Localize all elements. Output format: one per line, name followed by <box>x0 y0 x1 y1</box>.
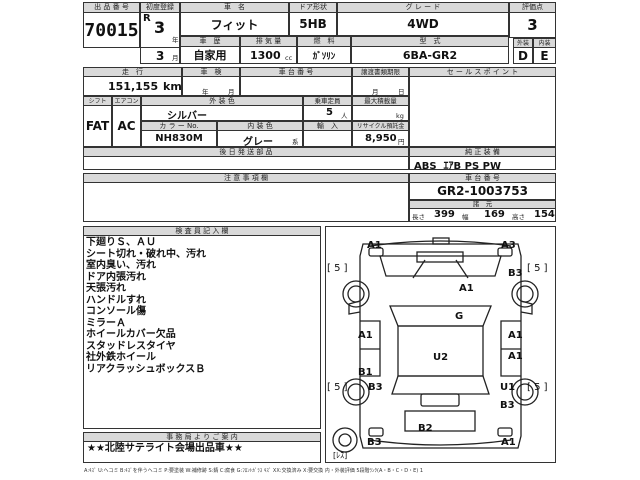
recycle-unit: 円 <box>398 138 405 146</box>
capacity: 5 <box>326 107 333 118</box>
inspection-month-unit: 月 <box>228 88 235 96</box>
mark-r-door-front: A1 <box>508 330 523 341</box>
first-reg-box <box>140 12 180 48</box>
interior-color: グレー <box>243 137 273 148</box>
mark-rl-corner: B3 <box>367 437 382 448</box>
mark-hood: A1 <box>459 283 474 294</box>
inspector-note-3: 室内臭い、汚れ <box>86 260 156 271</box>
inspector-note-10: スタッドレスタイヤ <box>86 340 176 352</box>
mark-rr-corner: A1 <box>501 437 516 448</box>
inspection-box <box>182 76 240 96</box>
capacity-box <box>303 105 352 121</box>
mark-fr-corner: A3 <box>501 240 516 251</box>
color-box <box>141 105 303 121</box>
color: シルバー <box>167 111 207 122</box>
transfer-month-unit: 月 <box>372 88 379 96</box>
dims-box <box>409 208 556 222</box>
reg-year-unit: 年 <box>172 36 179 44</box>
displacement: 1300 <box>250 49 281 62</box>
height: 154 <box>534 209 555 220</box>
inspection-year-unit: 年 <box>202 88 209 96</box>
length-label: 長さ <box>412 213 425 221</box>
mileage: 151,155 <box>108 80 159 93</box>
mark-l-rear-wheel: B1 <box>358 367 373 378</box>
inspector-box <box>83 235 321 429</box>
score: 3 <box>509 12 556 38</box>
inspector-note-12: リアクラッシュボックスＢ <box>86 363 206 375</box>
inspector-note-8: ミラーＡ <box>86 317 126 329</box>
exterior-score: D <box>513 47 533 64</box>
interior-color-suffix: 系 <box>292 138 299 146</box>
model: 6BA-GR2 <box>351 46 509 64</box>
interior-score: E <box>533 47 556 64</box>
car-outline-drawing <box>332 237 539 453</box>
inspector-note-6: ハンドルすれ <box>86 294 146 306</box>
fuel: ｶﾞｿﾘﾝ <box>297 46 351 64</box>
mark-left-brace: [ 5 ] <box>327 263 348 274</box>
office-note: ★★北陸サテライト会場出品車★★ <box>87 443 243 454</box>
load-box <box>352 105 409 121</box>
mark-r-rear-wheel: U1 <box>500 382 516 393</box>
width-label: 幅 <box>462 213 469 221</box>
usage: 自家用 <box>180 46 240 64</box>
length: 399 <box>434 209 455 220</box>
displacement-unit: cc <box>285 54 293 62</box>
mark-r-quarter: B3 <box>500 400 515 411</box>
door-shape: 5HB <box>289 12 337 36</box>
reg-year: 3 <box>154 18 166 37</box>
color-no: NH830M <box>141 130 217 147</box>
lot-number: 70015 <box>83 12 140 48</box>
interior-color-box <box>217 130 303 147</box>
load-unit: kg <box>396 112 404 120</box>
mark-spare: [ﾚｽ] <box>333 451 348 460</box>
reg-month-unit: 月 <box>172 54 179 62</box>
transfer-box <box>352 76 409 96</box>
mark-l-brace-rear: [ 5 ] <box>327 382 348 393</box>
inspector-note-1: 下廻りＳ、ＡＵ <box>86 237 156 248</box>
mark-rear-panel: B2 <box>418 423 433 434</box>
mark-right-brace: [ 5 ] <box>527 263 548 274</box>
mark-l-quarter: B3 <box>368 382 383 393</box>
mileage-box <box>83 76 182 96</box>
mark-fl-corner: A1 <box>367 240 382 251</box>
mark-fr-fender: B3 <box>508 268 523 279</box>
legend: A:ｷｽﾞ U:ヘコミ B:ｷｽﾞを伴うヘコミ P:要塗装 W:補修跡 S:錆 … <box>84 468 424 474</box>
transfer-day-unit: 日 <box>398 88 405 96</box>
equipment: ABS ｴｱB PS PW <box>414 161 502 172</box>
inspector-note-2: シート切れ・破れ中、汚れ <box>86 248 206 260</box>
displacement-box <box>240 46 297 64</box>
car-diagram <box>325 226 556 463</box>
car-name: フィット <box>180 12 289 36</box>
mark-l-door-front: A1 <box>358 330 373 341</box>
inspector-note-4: ドア内張汚れ <box>86 271 146 283</box>
aircon: AC <box>112 105 141 147</box>
width: 169 <box>484 209 505 220</box>
accessories-box <box>83 156 409 170</box>
mark-cabin: U2 <box>433 352 449 363</box>
chassis-no-box <box>240 76 352 96</box>
mark-r-door-rear: A1 <box>508 351 523 362</box>
office-box <box>83 441 321 463</box>
equipment-box <box>409 156 556 170</box>
reg-month: 3 <box>156 49 165 63</box>
capacity-unit: 人 <box>341 112 348 120</box>
height-label: 高さ <box>512 213 525 221</box>
recycle-box <box>352 130 409 147</box>
mark-roof: G <box>455 311 464 322</box>
import-box <box>303 130 352 147</box>
mileage-unit: km <box>163 80 182 93</box>
inspector-note-5: 天張汚れ <box>86 283 126 294</box>
inspector-note-11: 社外鉄ホイール <box>86 352 156 363</box>
grade: 4WD <box>337 12 509 36</box>
shift: FAT <box>83 105 112 147</box>
caution-box <box>83 182 409 222</box>
inspector-note-9: ホイールカバー欠品 <box>86 329 176 340</box>
recycle: 8,950 <box>365 133 397 144</box>
inspector-note-7: コンソール傷 <box>86 306 146 317</box>
month-box <box>140 47 180 64</box>
mark-r-brace-rear: [ 5 ] <box>527 382 548 393</box>
sales-point-box <box>409 76 556 147</box>
frame-number: GR2-1003753 <box>409 182 556 200</box>
era-mark: R <box>143 13 151 24</box>
